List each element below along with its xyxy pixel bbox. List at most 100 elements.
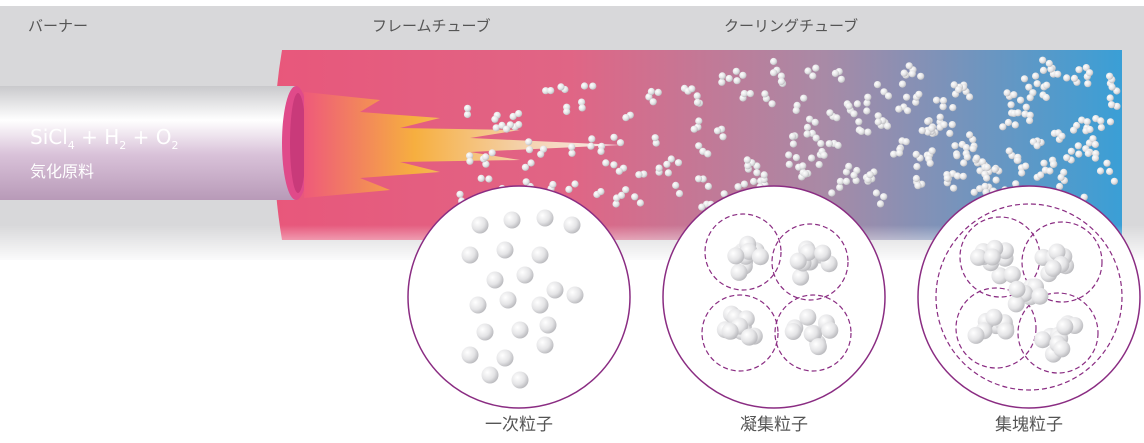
particle	[997, 322, 1015, 340]
particle	[803, 130, 811, 138]
particle	[792, 154, 801, 162]
particle	[904, 107, 912, 115]
particle	[928, 124, 936, 132]
particle	[610, 133, 618, 141]
particle	[820, 151, 828, 159]
particle	[967, 326, 985, 344]
particle	[525, 138, 533, 146]
particle	[842, 177, 851, 185]
particle	[647, 87, 656, 96]
particle	[482, 153, 490, 161]
particle	[546, 281, 564, 299]
particle	[814, 244, 832, 262]
particle	[499, 291, 517, 309]
particle	[1089, 135, 1097, 143]
particle	[1070, 74, 1079, 82]
particle	[1031, 287, 1049, 305]
particle	[557, 83, 565, 91]
particle	[821, 321, 839, 339]
particle	[1044, 259, 1062, 277]
particle	[655, 164, 663, 172]
particle	[884, 92, 893, 100]
particle	[537, 150, 545, 158]
particle	[536, 336, 554, 354]
particle	[693, 98, 702, 106]
particle	[704, 182, 713, 190]
particle	[785, 151, 793, 159]
particle	[476, 323, 494, 341]
particle	[850, 171, 858, 179]
particle	[1057, 173, 1065, 182]
particle	[740, 328, 758, 346]
particle	[949, 104, 957, 112]
particle	[664, 169, 673, 177]
particle	[863, 107, 871, 115]
particle	[1097, 123, 1105, 132]
particle	[649, 98, 657, 106]
formula-part: + H	[74, 125, 120, 149]
particle	[1106, 94, 1114, 102]
particle	[836, 183, 844, 191]
particle	[713, 127, 722, 135]
particle	[908, 70, 916, 78]
particle	[1022, 162, 1030, 170]
particle	[580, 82, 589, 90]
cooling-tube-label: クーリングチューブ	[724, 17, 859, 35]
particle	[1026, 111, 1034, 119]
particle	[690, 125, 698, 133]
particle	[863, 99, 871, 107]
particle	[864, 128, 872, 136]
particle	[482, 160, 490, 168]
formula-subscript: 2	[171, 139, 179, 152]
particle	[914, 182, 922, 190]
particle	[811, 118, 819, 126]
particle	[566, 286, 584, 304]
particle	[502, 125, 511, 133]
particle	[1106, 167, 1114, 176]
particle	[970, 248, 987, 266]
particle	[1022, 103, 1030, 111]
particle	[792, 106, 800, 115]
particle	[953, 172, 962, 180]
particle	[991, 165, 999, 173]
particle	[1108, 101, 1116, 109]
particle	[751, 248, 769, 266]
particle	[948, 121, 956, 129]
particle	[578, 98, 586, 106]
particle	[466, 152, 474, 160]
particle	[803, 325, 821, 343]
particle	[902, 138, 910, 146]
particle	[836, 177, 845, 185]
particle	[966, 93, 974, 101]
particle	[946, 129, 954, 137]
particle	[587, 142, 595, 150]
particle	[704, 150, 712, 158]
particle	[864, 93, 872, 101]
particle	[456, 190, 464, 198]
particle	[955, 86, 963, 94]
particle	[565, 185, 573, 193]
aggregate-particle-label: 凝集粒子	[740, 415, 808, 435]
particle	[698, 203, 706, 211]
particle	[970, 188, 978, 196]
particle	[837, 75, 846, 83]
particle	[466, 157, 474, 165]
particle	[900, 69, 908, 77]
particle	[789, 132, 797, 140]
particle	[770, 57, 778, 66]
particle	[951, 142, 959, 150]
particle	[799, 162, 807, 170]
particle	[654, 88, 662, 96]
particle	[1034, 331, 1052, 349]
particle	[733, 77, 741, 85]
particle	[803, 123, 812, 131]
agglomerate-particle-view	[917, 185, 1141, 409]
particle	[672, 181, 680, 189]
particle	[768, 100, 776, 108]
particle	[983, 248, 1001, 266]
particle	[1110, 177, 1118, 185]
particle	[1003, 266, 1021, 283]
particle	[966, 131, 974, 139]
particle	[1074, 142, 1082, 150]
